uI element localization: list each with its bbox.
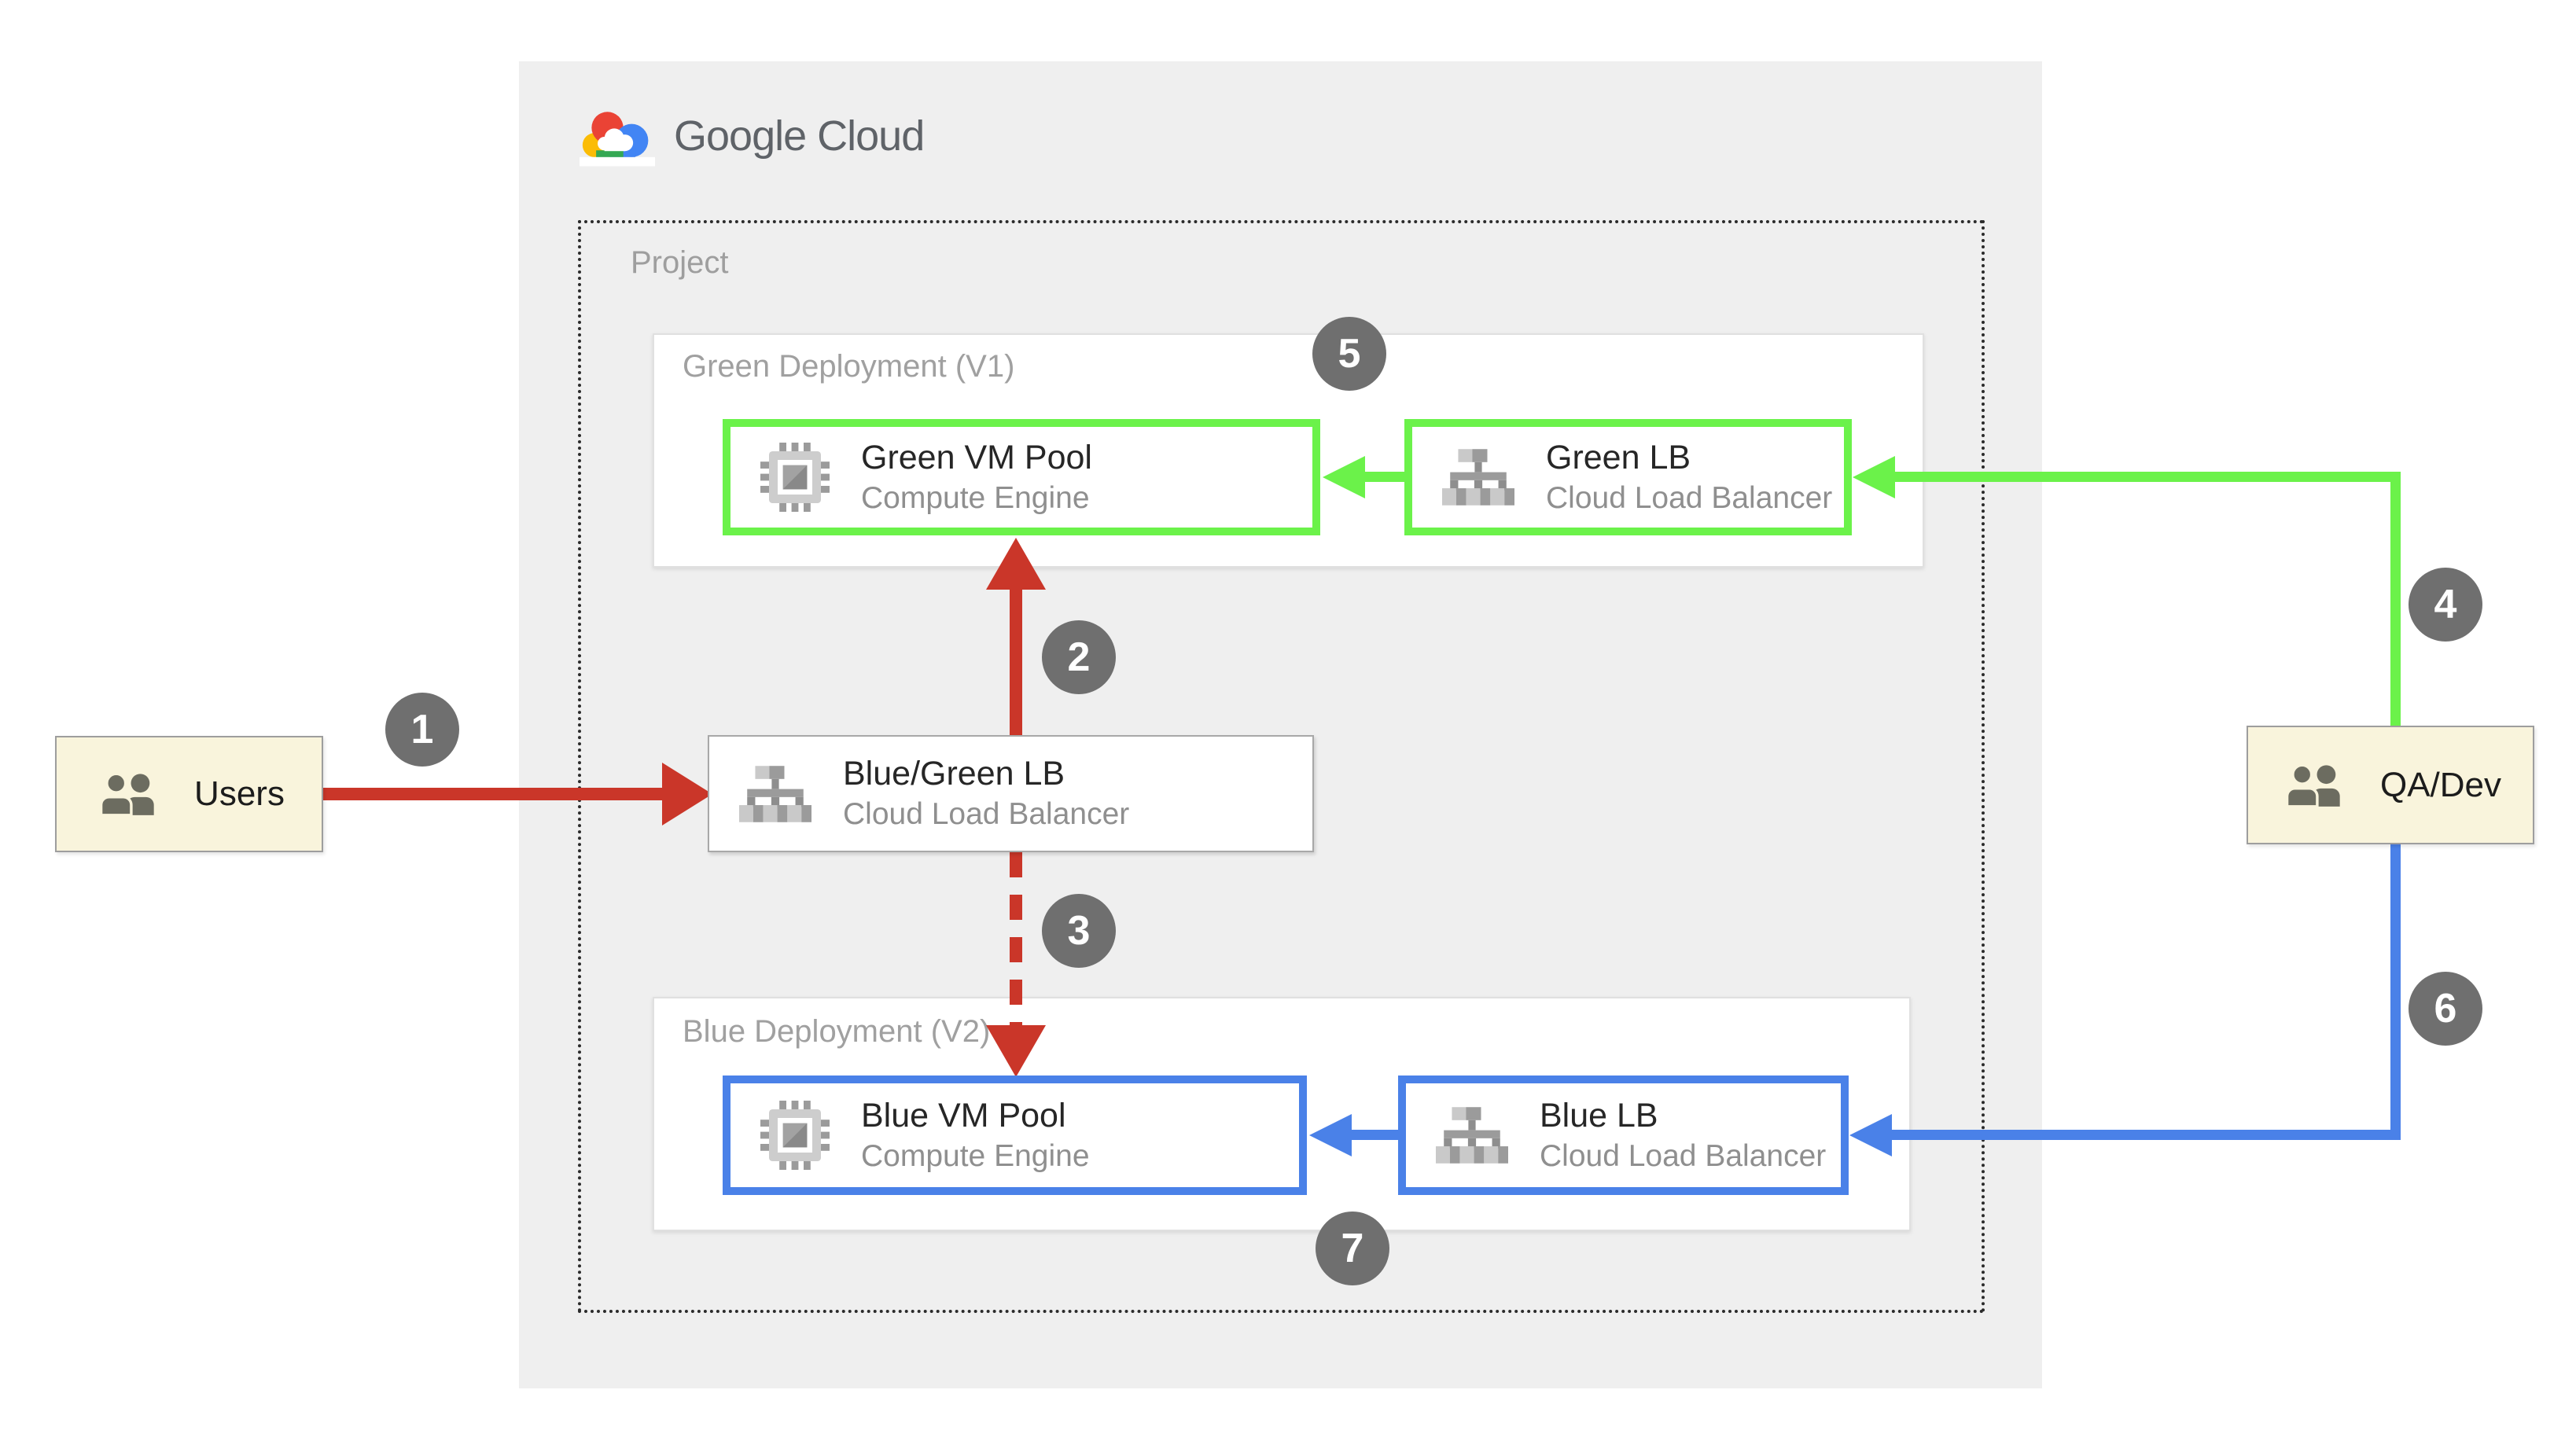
green-lb-to-vm-line [1363,472,1404,482]
step-badge-2: 2 [1042,620,1116,694]
step-badge-6: 6 [2409,972,2482,1046]
step-badge-3: 3 [1042,894,1116,968]
load-balancer-icon [739,765,811,822]
users-icon [2285,763,2340,808]
users-icon [99,772,154,817]
card-subtitle: Cloud Load Balancer [843,797,1130,831]
card-blue-vm-pool: Blue VM Pool Compute Engine [723,1076,1307,1195]
green-deployment-label: Green Deployment (V1) [683,349,1015,384]
card-texts: Blue LB Cloud Load Balancer [1540,1095,1826,1176]
google-cloud-logo: Google Cloud [580,105,925,167]
lb-to-green-vm-arrow-line [1010,588,1022,736]
project-boundary [578,220,1985,1313]
lb-to-blue-vm-dashed-line [1010,852,1022,1031]
qa-to-green-lb-line-horizontal [1893,472,2401,482]
qa-dev-box: QA/Dev [2247,726,2534,844]
blue-lb-to-vm-line [1350,1130,1398,1140]
card-subtitle: Cloud Load Balancer [1540,1138,1827,1173]
step-badge-1: 1 [385,693,459,767]
green-lb-to-vm-arrowhead [1323,456,1365,498]
qa-to-green-lb-arrowhead [1853,456,1895,498]
card-subtitle: Compute Engine [861,480,1090,515]
card-green-lb: Green LB Cloud Load Balancer [1404,419,1852,535]
card-green-vm-pool: Green VM Pool Compute Engine [723,419,1320,535]
project-label: Project [631,245,729,280]
compute-engine-icon [760,443,830,512]
users-to-lb-arrowhead [662,763,712,825]
google-cloud-icon [580,112,655,167]
step-badge-4: 4 [2409,568,2482,642]
users-to-lb-arrow-line [322,788,665,800]
lb-to-green-vm-arrowhead [986,538,1046,590]
users-label: Users [194,774,285,813]
card-title: Blue/Green LB [843,755,1065,793]
qa-to-green-lb-line-vertical [2390,472,2401,726]
compute-engine-icon [760,1101,830,1170]
qa-to-blue-lb-line-vertical [2390,844,2401,1140]
lb-to-blue-vm-arrowhead [986,1025,1046,1077]
google-cloud-wordmark: Google Cloud [674,112,925,160]
card-title: Blue LB [1540,1096,1658,1134]
users-box: Users [55,736,323,852]
card-blue-lb: Blue LB Cloud Load Balancer [1398,1076,1849,1195]
step-badge-5: 5 [1312,317,1386,391]
card-subtitle: Cloud Load Balancer [1546,480,1833,515]
qa-dev-label: QA/Dev [2379,765,2502,804]
card-subtitle: Compute Engine [861,1138,1090,1173]
card-blue-green-lb: Blue/Green LB Cloud Load Balancer [708,735,1314,852]
blue-deployment-label: Blue Deployment (V2) [683,1014,991,1049]
step-badge-7: 7 [1316,1212,1389,1285]
card-texts: Blue VM Pool Compute Engine [861,1095,1090,1176]
load-balancer-icon [1436,1107,1508,1164]
card-texts: Green VM Pool Compute Engine [861,437,1092,518]
qa-to-blue-lb-arrowhead [1849,1114,1892,1156]
load-balancer-icon [1442,449,1514,506]
card-title: Blue VM Pool [861,1096,1066,1134]
card-texts: Blue/Green LB Cloud Load Balancer [843,753,1129,834]
card-title: Green LB [1546,438,1691,476]
blue-lb-to-vm-arrowhead [1309,1114,1352,1156]
card-title: Green VM Pool [861,438,1092,476]
qa-to-blue-lb-line-horizontal [1890,1130,2401,1140]
card-texts: Green LB Cloud Load Balancer [1546,437,1832,518]
